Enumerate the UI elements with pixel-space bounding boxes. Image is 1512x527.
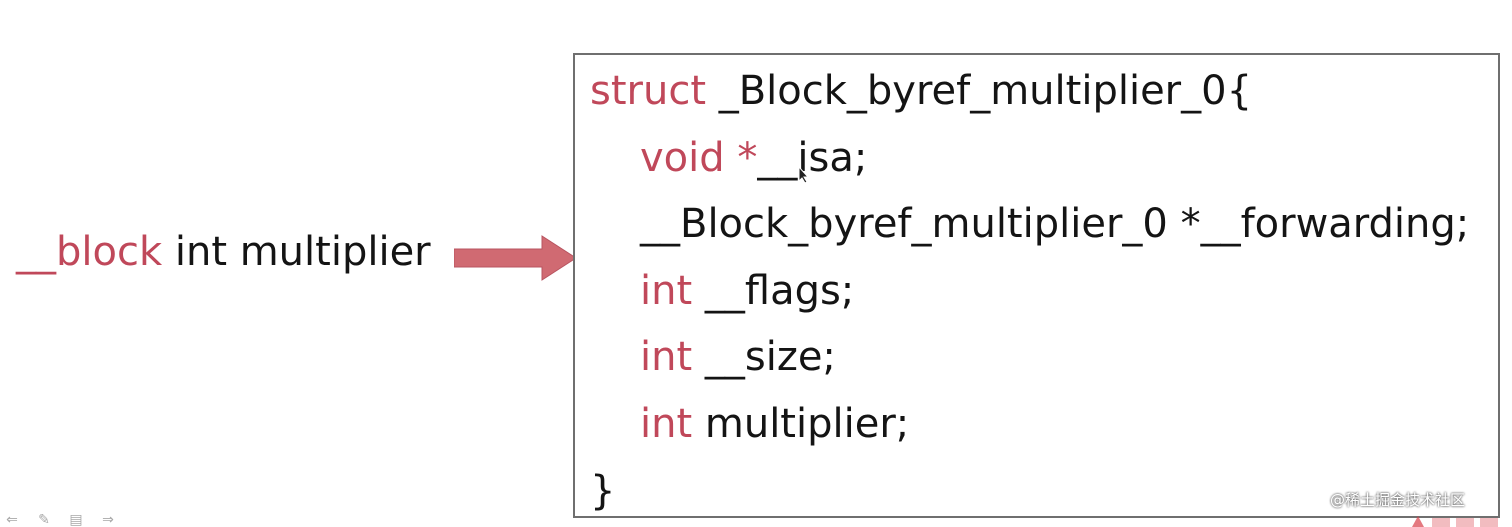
declaration-rest: int multiplier	[162, 229, 431, 275]
pen-icon[interactable]: ✎	[38, 512, 50, 527]
isa-field: __isa;	[757, 135, 868, 181]
code-line-isa: void *__isa;	[640, 133, 867, 183]
code-line-multiplier: int multiplier;	[640, 399, 909, 449]
code-line-close-brace: }	[590, 466, 615, 516]
code-line-forwarding: __Block_byref_multiplier_0 *__forwarding…	[640, 199, 1469, 249]
int-keyword: int	[640, 401, 693, 447]
player-controls: ⇐ ✎ ▤ ⇒	[0, 511, 120, 527]
int-keyword: int	[640, 268, 693, 314]
right-arrow-icon	[454, 235, 577, 281]
code-line-flags: int __flags;	[640, 266, 854, 316]
brand-logo-icon	[1412, 516, 1498, 527]
struct-name: _Block_byref_multiplier_0{	[706, 68, 1253, 114]
struct-keyword: struct	[590, 68, 706, 114]
back-icon[interactable]: ⇐	[6, 512, 18, 527]
struct-code-box: struct _Block_byref_multiplier_0{ void *…	[573, 53, 1500, 518]
screen-icon[interactable]: ▤	[69, 512, 83, 527]
void-keyword: void *	[640, 135, 758, 181]
flags-field: __flags;	[692, 268, 855, 314]
close-brace: }	[590, 468, 616, 514]
mouse-cursor-icon	[798, 166, 810, 184]
code-line-size: int __size;	[640, 332, 836, 382]
forwarding-field: __Block_byref_multiplier_0 *__forwarding…	[640, 201, 1470, 247]
watermark: @稀土掘金技术社区	[1330, 491, 1466, 509]
forward-icon[interactable]: ⇒	[102, 512, 114, 527]
size-field: __size;	[692, 334, 836, 380]
multiplier-field: multiplier;	[692, 401, 910, 447]
block-keyword: __block	[16, 229, 163, 275]
code-line-struct: struct _Block_byref_multiplier_0{	[590, 66, 1252, 116]
block-declaration: __block int multiplier	[16, 224, 431, 280]
int-keyword: int	[640, 334, 693, 380]
